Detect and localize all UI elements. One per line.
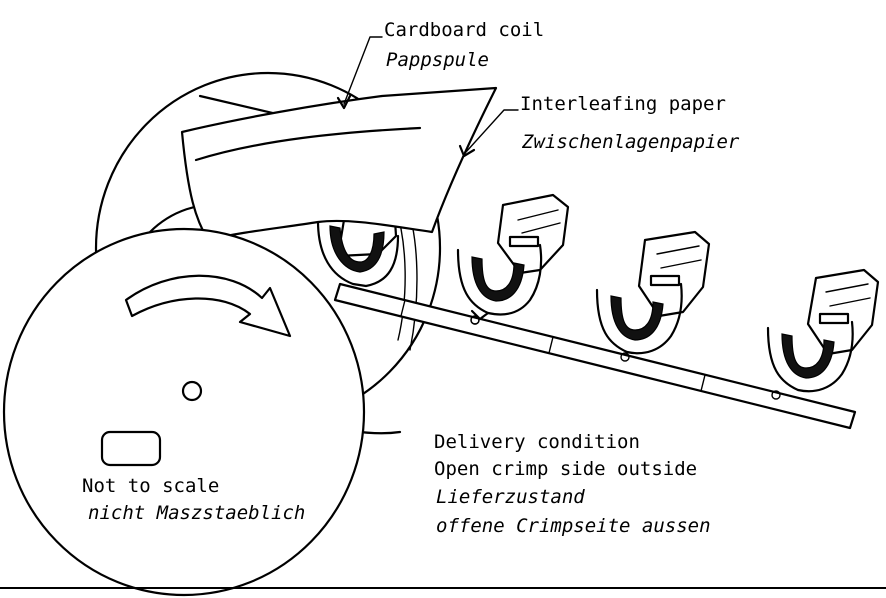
curved-arrow-icon (124, 274, 292, 338)
carrier-strip (333, 282, 857, 430)
delivery-label-de-2: offene Crimpseite aussen (436, 515, 711, 537)
terminal-3 (595, 230, 711, 355)
scale-note-en: Not to scale (82, 475, 219, 497)
cardboard-coil-label-en: Cardboard coil (384, 19, 544, 41)
cardboard-coil-label-de: Pappspule (386, 49, 489, 71)
interleafing-label-en: Interleafing paper (520, 93, 726, 115)
terminal-4 (766, 268, 880, 393)
delivery-label-en-1: Delivery condition (434, 431, 640, 453)
axle-hole (181, 380, 203, 402)
terminal-2 (456, 193, 570, 325)
delivery-label-de-1: Lieferzustand (436, 486, 585, 508)
scale-note-de: nicht Maszstaeblich (88, 502, 305, 524)
label-window (100, 430, 162, 467)
interleafing-label-de: Zwischenlagenpapier (521, 131, 740, 153)
delivery-label-en-2: Open crimp side outside (434, 458, 697, 480)
leader-lines (336, 36, 519, 158)
